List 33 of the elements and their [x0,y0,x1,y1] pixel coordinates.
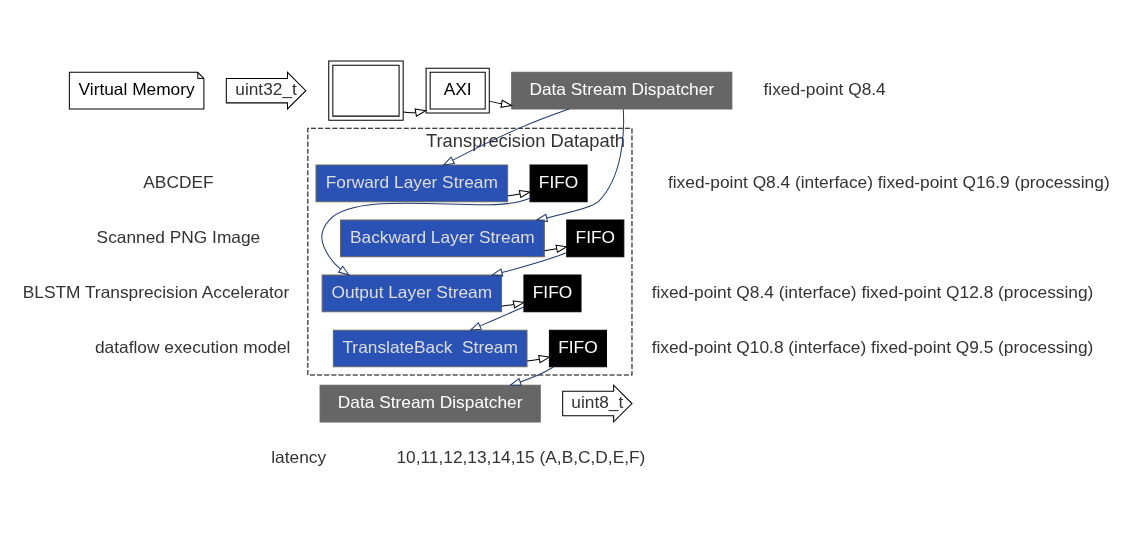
node-box: Data Stream Dispatcher [319,384,541,423]
label: ABCDEF [143,171,214,192]
arrow [488,99,514,108]
label: latency [271,446,327,467]
node-box: FIFO [548,329,607,368]
node-box: Backward Layer Stream [339,219,545,258]
node-box: FIFO [529,164,588,203]
arrow [544,244,569,254]
node-box [328,60,404,121]
node-label: fixed-point Q8.4 [763,78,886,99]
label: fixed-point Q8.4 (interface) fixed-point Q12.8 (processing) [651,281,1094,302]
label: fixed-point Q8.4 (interface) fixed-point Q16.9 (processing) [667,171,1110,192]
arrow [402,108,428,117]
arrow [321,197,531,276]
node-box: Forward Layer Stream [315,164,509,203]
arrow [490,252,567,277]
arrow [526,355,551,364]
arrow [501,300,526,309]
node-box: Output Layer Stream [321,274,502,313]
label: BLSTM Transprecision Accelerator [22,281,290,302]
node-label: 10,11,12,13,14,15 (A,B,C,D,E,F) [396,446,646,467]
arrow [507,189,532,199]
label: fixed-point Q10.8 (interface) fixed-point Q9.5 (processing) [651,336,1094,357]
node-box: Data Stream Dispatcher [511,71,733,110]
arrow [509,366,554,386]
node-box: FIFO [566,219,625,258]
label: dataflow execution model [95,336,291,357]
node-box: FIFO [523,274,582,313]
arrow [469,306,525,331]
arrow [535,108,625,222]
node-box: AXI [425,67,490,114]
node-box: TranslateBack Stream [332,329,528,368]
label: Scanned PNG Image [96,226,261,247]
